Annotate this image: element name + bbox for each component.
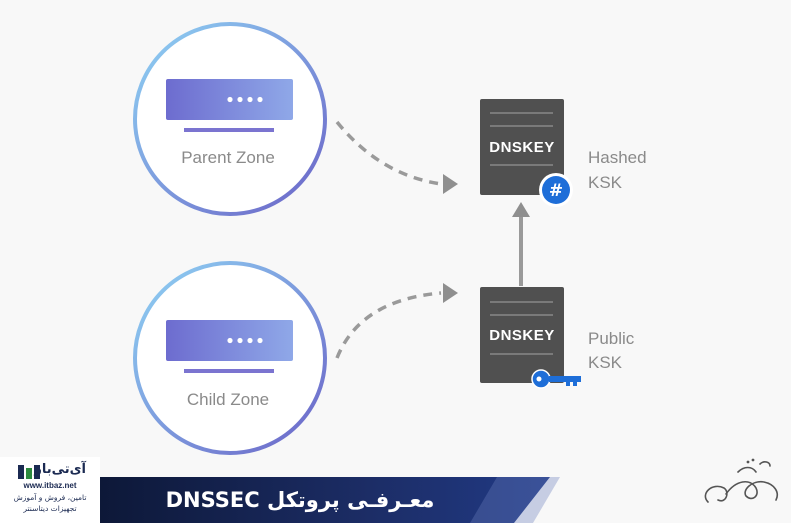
dnskey-public-box: DNSKEY: [480, 287, 564, 383]
logo-name: آی‌تی‌باز: [34, 462, 86, 477]
hash-icon: #: [549, 181, 563, 201]
title-banner: [100, 477, 550, 523]
logo-url: www.itbaz.net: [23, 481, 77, 490]
child-zone-label: Child Zone: [187, 390, 269, 409]
dnskey-hashed-label: DNSKEY: [489, 139, 555, 156]
logo-tagline-2: تجهیزات دیتاسنتر: [23, 504, 77, 513]
parent-to-hashed-arrow: [335, 120, 442, 186]
parent-server-icon: [166, 79, 293, 132]
parent-arrow-head: [443, 174, 458, 194]
dnskey-public-label: DNSKEY: [489, 327, 555, 344]
child-arrow-head: [443, 283, 458, 303]
dnskey-hashed-box: DNSKEY: [480, 99, 564, 195]
itbaz-logo-mark: [18, 465, 40, 479]
parent-zone-label: Parent Zone: [181, 148, 275, 167]
banner-title: معـرفـی پروتکل DNSSEC: [165, 488, 435, 512]
signature-mark: [704, 458, 779, 503]
parent-zone: Parent Zone: [133, 22, 327, 216]
public-ksk-line2: KSK: [588, 353, 623, 372]
itbaz-logo: آی‌تی‌باز www.itbaz.net تامین، فروش و آم…: [0, 457, 100, 523]
vertical-arrow-head: [512, 202, 530, 217]
hashed-ksk-line1: Hashed: [588, 148, 647, 167]
public-ksk-line1: Public: [588, 329, 635, 348]
logo-tagline-1: تامین، فروش و آموزش: [13, 493, 87, 502]
hashed-ksk-line2: KSK: [588, 173, 623, 192]
hash-badge: #: [539, 173, 573, 207]
key-icon: [531, 369, 581, 389]
child-zone: Child Zone: [133, 261, 327, 455]
child-server-icon: [166, 320, 293, 373]
child-to-public-arrow: [335, 291, 442, 359]
